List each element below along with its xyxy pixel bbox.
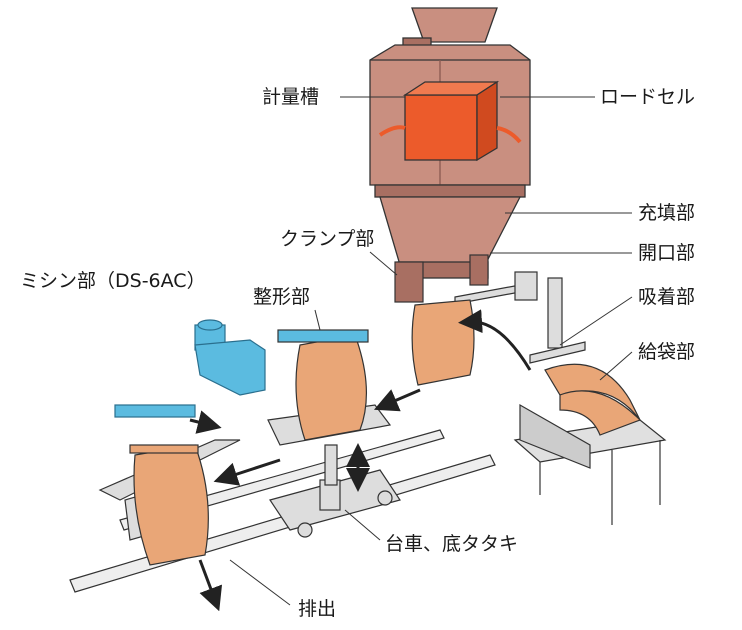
label-discharge: 排出 (298, 598, 337, 620)
label-opening-unit: 開口部 (638, 242, 696, 264)
label-shaping-unit: 整形部 (253, 286, 311, 308)
label-clamp-unit: クランプ部 (280, 228, 375, 250)
sewing-station (98, 439, 241, 566)
bag-feeder-table (513, 363, 667, 525)
flow-arrows (189, 309, 532, 612)
shaping-station (267, 329, 392, 486)
clamp (394, 254, 586, 364)
label-load-cell: ロードセル (600, 86, 696, 108)
bag-filling (411, 299, 475, 386)
label-sewing-unit: ミシン部（DS-6AC） (20, 270, 206, 292)
sewing-machine (114, 319, 266, 418)
label-suction-unit: 吸着部 (638, 286, 696, 308)
leader-lines (229, 96, 633, 606)
label-bag-feeding-unit: 給袋部 (638, 341, 696, 363)
label-cart-bottom-tapping: 台車、底タタキ (385, 533, 519, 555)
weighing-tank (369, 7, 531, 279)
label-weighing-tank: 計量槽 (262, 86, 320, 108)
label-filling-unit: 充填部 (638, 202, 696, 224)
